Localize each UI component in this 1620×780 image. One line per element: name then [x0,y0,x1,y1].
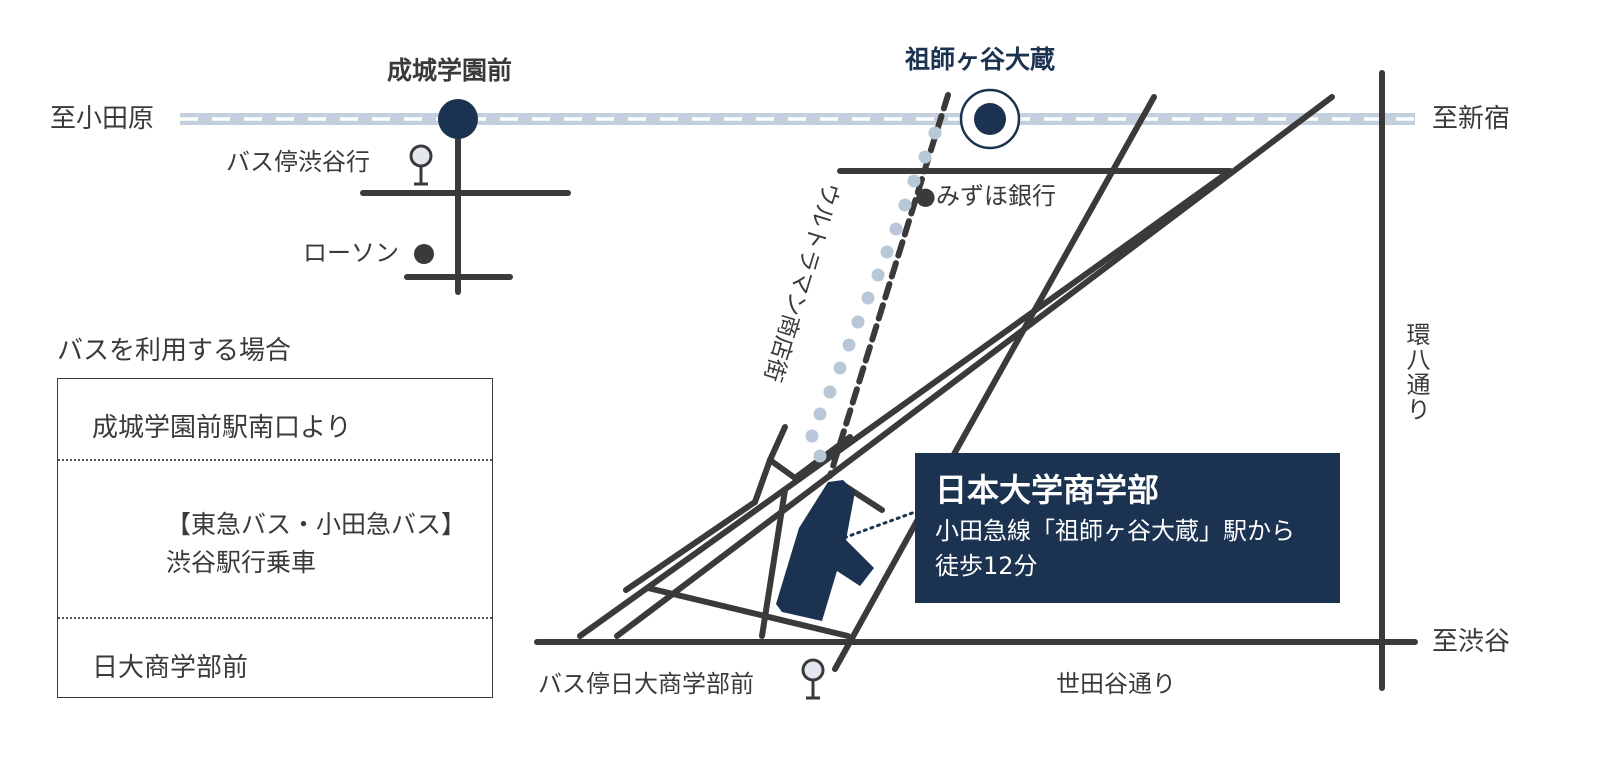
bus-stop-nichidai-label: バス停日大商学部前 [538,670,754,698]
ultraman-street-dots [805,126,942,463]
bus-panel-from: 成城学園前駅南口より [92,413,352,443]
station-ring-dot [974,103,1006,135]
callout-title: 日本大学商学部 [935,471,1160,509]
lawson-label: ローソン [303,239,399,267]
bus-panel-lines: 【東急バス・小田急バス】 [166,510,467,539]
campus-connector [836,510,917,542]
campus-shape-icon [776,480,874,621]
callout-line2: 徒歩12分 [935,551,1038,580]
bus-panel-to: 日大商学部前 [92,653,249,683]
direction-shinjuku: 至新宿 [1432,104,1511,134]
station-dot-icon [438,99,478,139]
campus-callout: 日本大学商学部 小田急線「祖師ヶ谷大蔵」駅から 徒歩12分 [915,453,1340,603]
bus-panel-heading: バスを利用する場合 [57,336,292,366]
mizuho-label: ●みずほ銀行 [915,182,1056,210]
direction-odawara: 至小田原 [50,104,155,134]
bus-stop-icon [409,144,433,186]
direction-shibuya: 至渋谷 [1432,627,1511,657]
roads [360,70,1418,691]
setagaya-dori-label: 世田谷通り [1056,670,1176,698]
bus-panel-ride: 渋谷駅行乗車 [166,548,317,577]
kanpachi-label: 環八通り [1402,322,1430,422]
station-label-soshigaya: 祖師ヶ谷大蔵 [905,45,1056,74]
bus-stop-shibuya-label: バス停渋谷行 [226,148,370,176]
ultraman-street-line [827,92,951,479]
callout-line1: 小田急線「祖師ヶ谷大蔵」駅から [935,517,1295,546]
landmark-dot-icon [414,244,434,264]
station-label-seijo: 成城学園前 [387,56,513,85]
bus-panel-divider [58,617,492,619]
bus-panel-divider [58,459,492,461]
bus-stop-icon [801,658,825,700]
bus-panel: 成城学園前駅南口より 【東急バス・小田急バス】 渋谷駅行乗車 日大商学部前 [57,378,493,698]
